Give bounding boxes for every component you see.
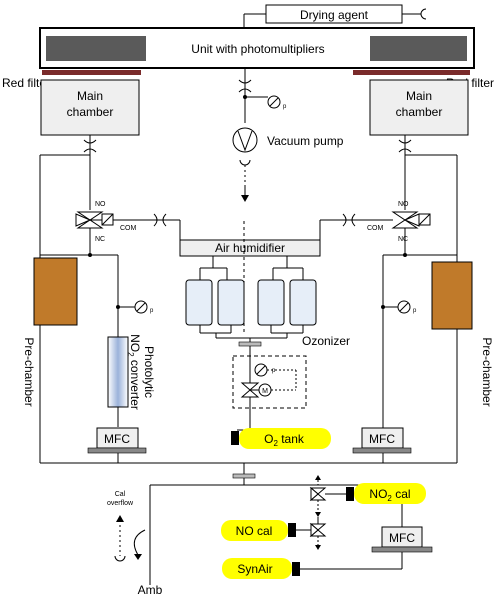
valve-left-nc: NC <box>95 236 105 243</box>
amb-label: Amb <box>138 583 163 597</box>
valve-left-no: NO <box>95 201 106 208</box>
vacuum-pump-icon <box>232 127 258 153</box>
drying-agent-label: Drying agent <box>300 8 369 22</box>
photolytic-converter: Photolytic NO2 converter <box>107 334 156 427</box>
main-chamber-right: Main chamber <box>369 79 469 136</box>
right-flow-lines <box>381 135 458 455</box>
main-chamber-left-line1: Main <box>77 89 103 103</box>
no-cal: NO cal <box>221 517 327 550</box>
left-pressure-gauge: p <box>134 300 154 314</box>
three-way-valve-right: NO NC COM <box>367 201 431 243</box>
cal-overflow-line1: Cal <box>115 491 126 498</box>
pmt-unit: Unit with photomultipliers <box>39 27 475 69</box>
no-cal-label: NO cal <box>236 524 273 538</box>
center-restrictor-icon <box>238 79 252 93</box>
valve-right-no: NO <box>398 201 409 208</box>
mfc-right-label: MFC <box>369 432 395 446</box>
red-filter-left-label: Red filter <box>2 76 50 90</box>
converter-label-line2: NO2 converter <box>126 334 142 410</box>
svg-text:p: p <box>150 308 154 314</box>
pre-chamber-left: Pre-chamber <box>22 257 78 407</box>
main-chamber-left-line2: chamber <box>67 105 114 119</box>
pmt-unit-label: Unit with photomultipliers <box>191 42 324 56</box>
pressure-label: p <box>283 104 287 110</box>
pre-chamber-right: Pre-chamber <box>431 261 494 407</box>
valve-right-com: COM <box>367 225 384 232</box>
left-flow-lines <box>39 135 135 455</box>
mfc-bottom: MFC <box>300 526 433 570</box>
pmt-window-left <box>46 36 146 61</box>
three-way-valve-left: NO NC COM <box>75 201 137 243</box>
com-lines <box>113 213 393 240</box>
converter-label-line1: Photolytic <box>142 346 156 398</box>
main-chamber-left: Main chamber <box>40 79 140 136</box>
vacuum-pump-label: Vacuum pump <box>267 134 344 148</box>
o2-tank: O2 tank <box>231 408 331 449</box>
svg-text:p: p <box>413 308 417 314</box>
no2-cal: NO2 cal <box>309 475 426 517</box>
pre-chamber-right-label: Pre-chamber <box>480 337 494 406</box>
red-filter-left <box>42 70 141 75</box>
synair: SynAir <box>222 558 300 579</box>
red-filter-right <box>353 70 470 75</box>
air-humidifier-label: Air humidifier <box>215 241 285 255</box>
motor-label: M <box>262 388 268 395</box>
vacuum-line: p Vacuum pump <box>232 68 344 202</box>
ozonizer-label: Ozonizer <box>302 334 350 348</box>
air-humidifier: Air humidifier <box>179 239 321 280</box>
mfc-left-label: MFC <box>104 432 130 446</box>
main-chamber-right-line2: chamber <box>396 105 443 119</box>
cal-overflow: Cal overflow Amb <box>107 491 163 597</box>
ozonizer: Ozonizer <box>185 221 350 352</box>
pre-chamber-left-label: Pre-chamber <box>22 337 36 406</box>
pmt-window-right <box>370 36 467 61</box>
drying-agent: Drying agent <box>243 4 427 28</box>
mfc-right: MFC <box>352 427 412 454</box>
main-chamber-right-line1: Main <box>406 89 432 103</box>
cal-overflow-line2: overflow <box>107 500 134 507</box>
lower-manifold <box>39 453 458 585</box>
no2-cal-label: NO2 cal <box>369 487 410 503</box>
mfc-left: MFC <box>87 427 147 454</box>
valve-right-nc: NC <box>398 236 408 243</box>
pressure-regulator: p M <box>232 346 307 440</box>
synair-label: SynAir <box>237 562 272 576</box>
mfc-bottom-label: MFC <box>389 531 415 545</box>
right-pressure-gauge: p <box>397 300 417 314</box>
o2-tank-label: O2 tank <box>264 432 305 448</box>
valve-left-com: COM <box>120 225 137 232</box>
svg-text:p: p <box>272 368 276 374</box>
